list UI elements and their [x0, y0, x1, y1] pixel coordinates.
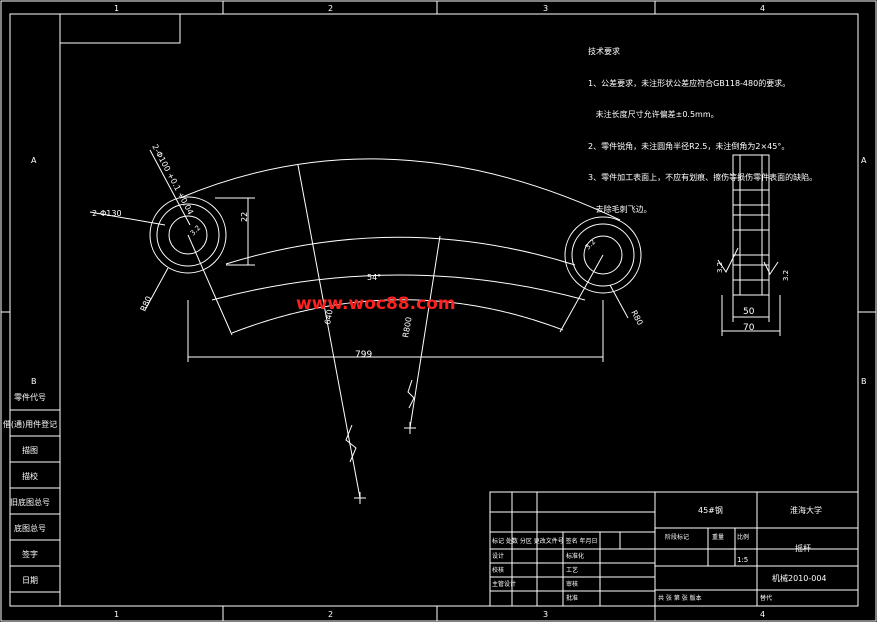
dim-r80-left: R80 — [139, 295, 154, 313]
leader-r80-right — [609, 284, 629, 319]
title-standard: 标准化 — [566, 552, 584, 560]
zone-row-a-right: A — [861, 156, 867, 165]
leader-hole-dia — [149, 149, 191, 226]
link-side-view — [717, 154, 781, 336]
roughness-right: 3.2 — [584, 238, 598, 252]
title-replaces: 替代 — [760, 594, 772, 602]
side-roughness-left: 3.2 — [716, 262, 724, 273]
dim-r80-right: R80 — [629, 309, 644, 327]
dim-50: 50 — [743, 307, 755, 317]
zone-col-2-bottom: 2 — [328, 610, 333, 619]
title-sheets: 共 张 第 张 版本 — [658, 594, 702, 602]
title-stage-label: 阶段标记 — [665, 533, 689, 541]
zone-row-b-right: B — [861, 377, 867, 386]
title-process: 工艺 — [566, 566, 578, 574]
top-left-box — [59, 13, 181, 44]
side-label-part-code: 零件代号 — [14, 393, 46, 402]
notes-title: 技术要求 — [588, 47, 620, 56]
title-proof: 校核 — [492, 566, 504, 574]
side-label-sign: 签字 — [22, 550, 38, 559]
title-approve: 批准 — [566, 594, 578, 602]
notes-line-4: 3、零件加工表面上，不应有划痕、擦伤等损伤零件表面的缺陷。 — [588, 173, 818, 182]
title-weight-label: 重量 — [712, 533, 724, 541]
zone-row-b-left: B — [31, 377, 37, 386]
side-label-base-no: 旧底图总号 — [10, 498, 50, 507]
title-design: 设计 — [492, 552, 504, 560]
link-front-view — [89, 149, 642, 504]
side-label-check: 描校 — [22, 472, 38, 481]
dim-r800: R800 — [401, 316, 413, 338]
notes-line-2: 未注长度尺寸允许偏差±0.5mm。 — [588, 110, 719, 119]
watermark: www.woc88.com — [296, 294, 456, 314]
dim-22: 22 — [240, 212, 249, 222]
notes-line-5: 去除毛刺飞边。 — [588, 204, 652, 214]
roughness-left: 3.2 — [189, 224, 203, 238]
left-boss-mid — [156, 203, 220, 267]
title-part-name: 摇杆 — [795, 543, 811, 553]
zone-col-4-bottom: 4 — [760, 610, 765, 619]
lower-arc — [211, 274, 586, 301]
dim-angle: 54° — [367, 273, 381, 282]
dim-hole-dia: 2-Φ100 +0.1 +0.04 — [150, 143, 195, 217]
title-material: 45#钢 — [698, 505, 723, 515]
zone-col-3-top: 3 — [543, 4, 548, 13]
zone-col-1-bottom: 1 — [114, 610, 119, 619]
side-label-trace: 描图 — [22, 446, 38, 455]
break-mark-1 — [345, 424, 357, 463]
upper-arc — [179, 158, 621, 221]
side-label-archive-no: 底图总号 — [14, 524, 46, 533]
dim-70: 70 — [743, 323, 755, 333]
left-bore — [168, 215, 208, 255]
title-scale-label: 比例 — [737, 533, 749, 541]
title-chief: 主管设计 — [492, 580, 516, 588]
notes-line-3: 2、零件锐角，未注圆角半径R2.5，未注倒角为2×45°。 — [588, 141, 790, 151]
leader-dia130 — [89, 211, 166, 226]
break-mark-2 — [407, 379, 415, 409]
radius-line-800 — [409, 235, 441, 429]
side-view-body — [732, 154, 770, 296]
leader-r80-left — [144, 267, 169, 311]
zone-row-a-left: A — [31, 156, 37, 165]
technical-notes: 技术要求 1、公差要求，未注形状公差应符合GB118-480的要求。 未注长度尺… — [588, 26, 868, 226]
title-scale: 1:5 — [737, 556, 748, 564]
zone-col-4-top: 4 — [760, 4, 765, 13]
title-drawing-no: 机械2010-004 — [772, 573, 827, 583]
middle-arc — [225, 236, 576, 266]
inner-frame — [9, 13, 859, 607]
side-label-date: 日期 — [22, 576, 38, 585]
radial-line-left — [187, 234, 233, 336]
title-review: 审核 — [566, 580, 578, 588]
angle-arc — [231, 299, 564, 334]
title-school: 淮海大学 — [790, 505, 822, 515]
side-label-usage: 借(通)用件登记 — [2, 420, 58, 429]
left-boss-outer — [149, 196, 227, 274]
side-roughness-right: 3.2 — [782, 270, 790, 281]
title-rev-row: 标记 处数 分区 更改文件号 签名 年月日 — [492, 537, 598, 545]
zone-col-3-bottom: 3 — [543, 610, 548, 619]
right-boss-outer — [564, 216, 642, 294]
right-boss-mid — [571, 223, 635, 287]
radial-line-right — [559, 254, 604, 333]
right-bore — [583, 235, 623, 275]
zone-col-2-top: 2 — [328, 4, 333, 13]
zone-col-1-top: 1 — [114, 4, 119, 13]
dim-dia130: 2-Φ130 — [92, 209, 122, 218]
dim-640: 640 — [323, 309, 335, 326]
dim-799: 799 — [355, 350, 372, 360]
left-side-boxes — [10, 409, 60, 593]
title-block-lines — [489, 491, 859, 607]
notes-line-1: 1、公差要求，未注形状公差应符合GB118-480的要求。 — [588, 78, 791, 88]
